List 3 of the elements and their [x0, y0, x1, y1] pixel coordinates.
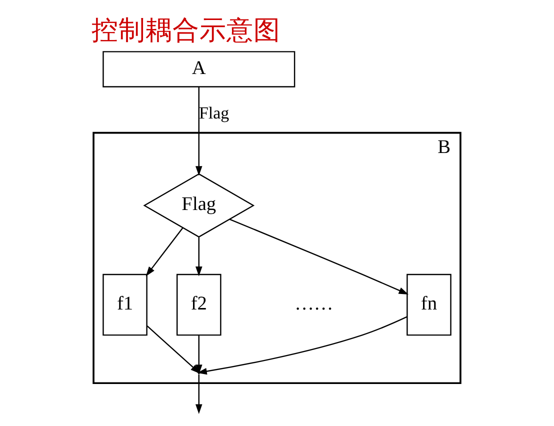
edge-label: Flag: [198, 104, 230, 123]
diagram-title: 控制耦合示意图: [92, 15, 281, 46]
label: ……: [294, 293, 334, 314]
